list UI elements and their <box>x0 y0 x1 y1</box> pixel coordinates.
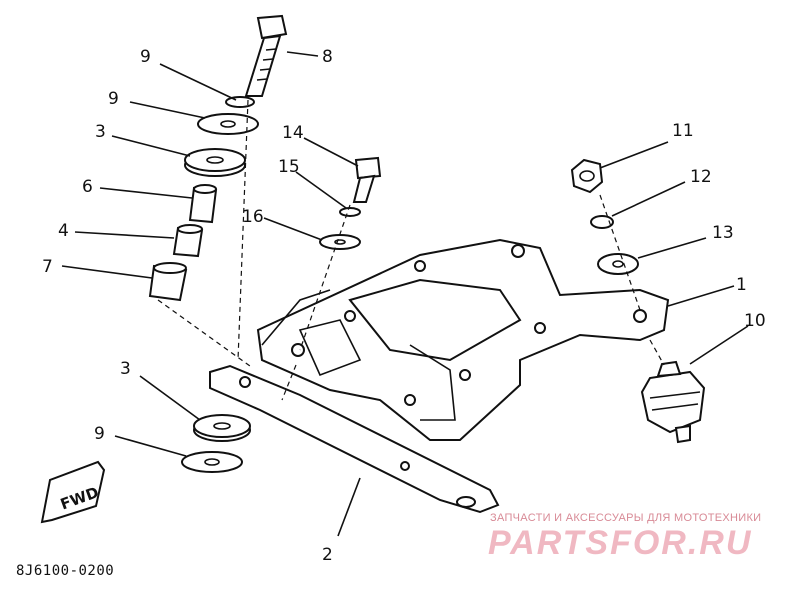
part-13-washer <box>597 253 639 275</box>
callout-1: 1 <box>736 275 747 295</box>
watermark-logo: PARTSFOR.RU <box>488 524 753 562</box>
part-3-upper-collar <box>184 148 246 177</box>
part-9-upper-washer <box>197 113 259 135</box>
callouts: 8 9 9 3 6 4 7 14 15 16 11 12 13 1 10 3 9 <box>42 47 766 565</box>
callout-2: 2 <box>322 545 333 565</box>
part-15-washer <box>339 207 361 217</box>
part-7-bolt <box>244 14 288 97</box>
part-3-lower-collar <box>193 414 251 442</box>
callout-14: 14 <box>282 123 304 143</box>
callout-5: 6 <box>82 177 93 197</box>
callout-6: 7 <box>42 257 53 277</box>
part-16-washer <box>319 234 361 250</box>
part-14-bolt <box>352 156 382 203</box>
catalog-code: 8J6100-0200 <box>16 563 115 579</box>
part-4-bushing <box>172 224 204 258</box>
callout-4: 4 <box>58 221 69 241</box>
assembly-guide-lines <box>157 99 665 401</box>
part-10-damper <box>640 360 706 444</box>
part-1-bracket-plate <box>256 238 670 441</box>
callout-9-upper: 9 <box>108 89 119 109</box>
callout-15: 15 <box>278 157 300 177</box>
part-6-bushing <box>148 262 188 302</box>
callout-12: 12 <box>690 167 712 187</box>
callout-16: 16 <box>242 207 264 227</box>
callout-11: 11 <box>672 121 694 141</box>
callout-9-lower: 9 <box>94 424 105 444</box>
callout-7: 8 <box>322 47 333 67</box>
part-2-strap <box>209 364 500 514</box>
callout-3-lower: 3 <box>120 359 131 379</box>
fwd-arrow-tag: FWD <box>40 460 106 524</box>
watermark-caption: ЗАПЧАСТИ И АКСЕССУАРЫ ДЛЯ МОТОТЕХНИКИ <box>490 512 762 524</box>
part-12-washer <box>590 215 614 229</box>
callout-3-upper: 3 <box>95 122 106 142</box>
part-11-nut <box>570 158 604 194</box>
callout-13: 13 <box>712 223 734 243</box>
part-8-washer <box>225 96 255 108</box>
callout-10: 10 <box>744 311 766 331</box>
callout-8: 9 <box>140 47 151 67</box>
part-9-lower-washer <box>181 451 243 473</box>
part-5-bushing <box>188 184 218 224</box>
